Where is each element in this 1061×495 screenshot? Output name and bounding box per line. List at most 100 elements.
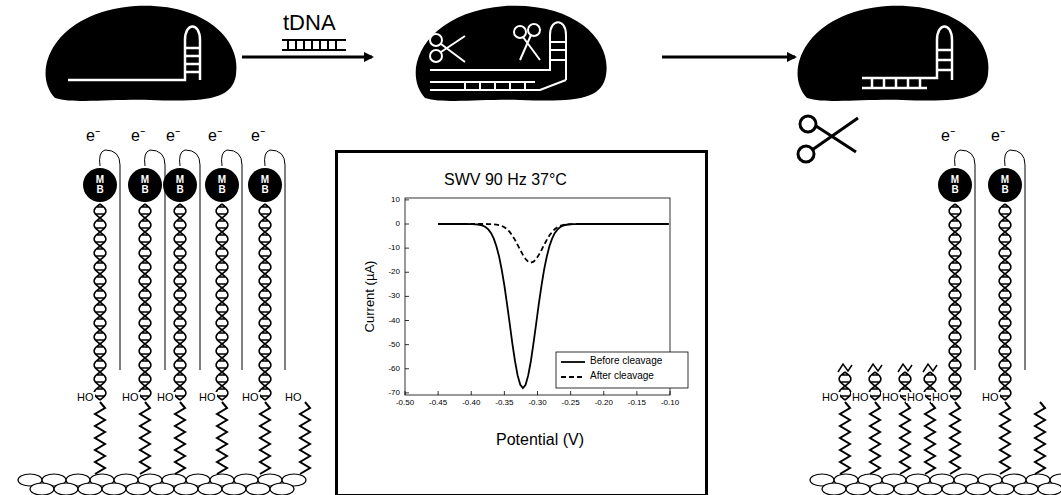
axis-tick-label: 0: [396, 220, 400, 228]
gold-electrode: [54, 483, 78, 495]
electron-label: e⁻: [991, 128, 1005, 144]
gold-electrode: [1038, 483, 1061, 495]
methylene-blue-label: M B: [205, 168, 239, 202]
electron-label: e⁻: [166, 128, 180, 144]
alkyl-chain: [1000, 402, 1010, 474]
axis-tick: [471, 391, 472, 395]
legend-sample: [561, 376, 585, 378]
label-text: M B: [217, 175, 227, 196]
axis-tick-label: -10: [388, 244, 400, 252]
cut-strand: [923, 364, 937, 372]
electron-label: e⁻: [208, 128, 222, 144]
dna-helix: [259, 204, 271, 400]
axis-tick-label: -0.50: [396, 399, 414, 407]
alkyl-chain: [1035, 402, 1045, 474]
hydroxyl-label: HO: [881, 392, 900, 403]
gold-electrode: [1014, 483, 1038, 495]
alkyl-chain: [140, 402, 150, 474]
methylene-blue-label: M B: [248, 168, 282, 202]
hydroxyl-label: HO: [851, 392, 870, 403]
hydroxyl-label: HO: [981, 392, 1000, 403]
label-text: M B: [95, 175, 105, 196]
chart-title: SWV 90 Hz 37°C: [444, 171, 567, 189]
axis-tick: [405, 272, 409, 273]
methylene-blue-label: M B: [163, 168, 197, 202]
electron-label: e⁻: [251, 128, 265, 144]
gold-electrode: [246, 483, 270, 495]
target-label: tDNA: [283, 12, 336, 34]
scissors-icon: [798, 116, 858, 162]
alkyl-chain: [925, 402, 935, 474]
axis-tick: [405, 224, 409, 225]
enzyme-blob: [416, 6, 607, 101]
reaction-arrow: [662, 56, 795, 59]
gold-electrode: [198, 483, 222, 495]
hydroxyl-label: HO: [76, 392, 95, 403]
label-text: M B: [1000, 175, 1010, 196]
reaction-arrow: [242, 56, 372, 59]
gold-electrode: [150, 483, 174, 495]
hydroxyl-label: HO: [906, 392, 925, 403]
hydroxyl-label: HO: [241, 392, 260, 403]
plot-frame: [405, 198, 670, 395]
axis-tick-label: -60: [388, 365, 400, 373]
legend-text: After cleavage: [590, 371, 654, 381]
axis-tick: [636, 391, 637, 395]
gold-electrode: [894, 483, 918, 495]
axis-title: Potential (V): [496, 432, 584, 448]
axis-tick: [405, 344, 409, 345]
voltammogram-curve: [438, 224, 669, 263]
gold-electrode: [990, 483, 1014, 495]
axis-tick: [405, 320, 409, 321]
hydroxyl-label: HO: [121, 392, 140, 403]
alkyl-chain: [175, 402, 185, 474]
axis-tick: [405, 248, 409, 249]
axis-tick-label: -70: [388, 389, 400, 397]
axis-tick: [438, 391, 439, 395]
legend-sample: [561, 361, 585, 363]
axis-tick-label: 10: [391, 196, 400, 204]
hydroxyl-label: HO: [156, 392, 175, 403]
axis-tick: [405, 368, 409, 369]
gold-electrode: [174, 483, 198, 495]
gold-electrode: [966, 483, 990, 495]
gold-electrode: [918, 483, 942, 495]
voltammogram-curve: [438, 224, 669, 388]
axis-tick-label: -30: [388, 292, 400, 300]
axis-tick: [405, 199, 409, 200]
alkyl-chain: [950, 402, 960, 474]
enzyme-blob: [46, 6, 237, 101]
alkyl-chain: [300, 402, 310, 474]
axis-tick-label: -50: [388, 341, 400, 349]
legend-text: Before cleavage: [590, 356, 662, 366]
axis-tick: [537, 391, 538, 395]
gold-electrode: [870, 483, 894, 495]
electron-label: e⁻: [941, 128, 955, 144]
alkyl-chain: [900, 402, 910, 474]
gold-electrode: [846, 483, 870, 495]
axis-title: Current (µA): [364, 260, 377, 332]
chart-background: [336, 151, 707, 495]
gold-electrode: [942, 483, 966, 495]
target-dna-icon: [282, 40, 346, 50]
axis-tick-label: -0.30: [528, 399, 546, 407]
dna-helix: [139, 204, 151, 400]
axis-tick-label: -0.40: [462, 399, 480, 407]
dna-helix: [216, 204, 228, 400]
dna-helix: [869, 372, 881, 400]
alkyl-chain: [217, 402, 227, 474]
axis-tick-label: -0.25: [562, 399, 580, 407]
alkyl-chain: [95, 402, 105, 474]
hydroxyl-label: HO: [821, 392, 840, 403]
gold-electrode: [270, 483, 294, 495]
gold-electrode: [822, 483, 846, 495]
dna-helix: [839, 372, 851, 400]
axis-tick-label: -0.45: [429, 399, 447, 407]
axis-tick: [504, 391, 505, 395]
methylene-blue-label: M B: [938, 168, 972, 202]
axis-tick: [670, 391, 671, 395]
axis-tick-label: -40: [388, 317, 400, 325]
hydroxyl-label: HO: [931, 392, 950, 403]
axis-tick-label: -20: [388, 268, 400, 276]
